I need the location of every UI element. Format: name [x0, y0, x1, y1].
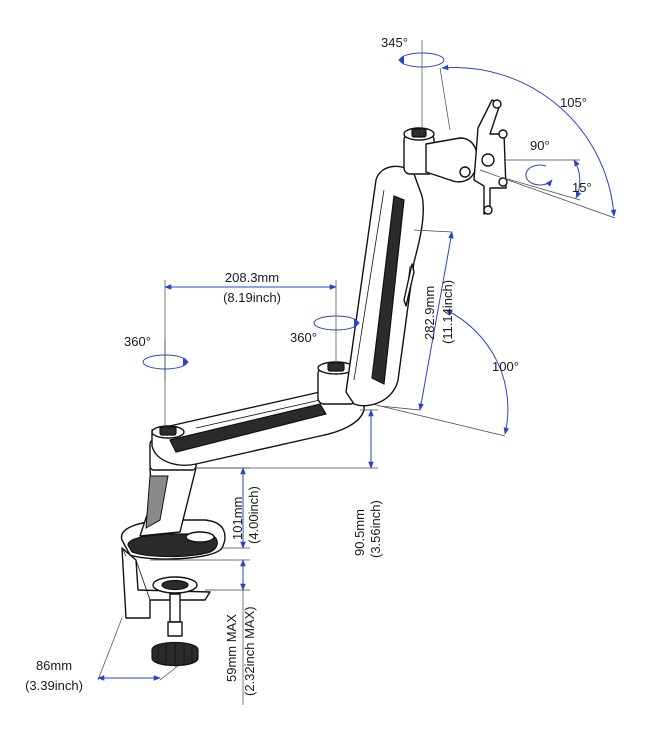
- vesa-plate: [473, 99, 508, 215]
- small-tilt-arc: [573, 159, 582, 199]
- pole-height-inch-label: (4.00inch): [246, 486, 261, 544]
- upper-arm-lift-arc: [445, 309, 510, 435]
- arm-height-mm-label: 90.5mm: [352, 509, 367, 556]
- upper-arm-dimension-line: [418, 231, 454, 411]
- tilt-range-angle-label: 105°: [560, 95, 587, 110]
- upper-arm-lift-angle-label: 100°: [492, 359, 519, 374]
- small-tilt-angle-label: 15°: [572, 180, 592, 195]
- lower-arm: [151, 389, 365, 466]
- arm-span-inch-label: (8.19inch): [223, 290, 281, 305]
- clamp-max-inch-label: (2.32inch MAX): [242, 606, 257, 696]
- rotate-angle-label: 90°: [530, 138, 550, 153]
- base-swivel-angle-label: 360°: [124, 334, 151, 349]
- clamp-depth-inch-label: (3.39inch): [25, 678, 83, 693]
- tilt-head: [403, 127, 478, 183]
- desk-clamp: [121, 547, 211, 667]
- clamp-max-mm-label: 59mm MAX: [224, 614, 239, 682]
- upper-arm-inch-label: (11.14inch): [440, 280, 455, 344]
- angle-labels: 345° 105° 90° 15° 100° 360° 360°: [124, 35, 592, 374]
- dimension-lines: [97, 40, 617, 705]
- head-swivel-angle-label: 345°: [381, 35, 408, 50]
- rotate-arc: [525, 164, 553, 187]
- arm-span-mm-label: 208.3mm: [225, 270, 279, 285]
- upper-arm: [345, 165, 424, 407]
- clamp-depth-mm-label: 86mm: [36, 658, 72, 673]
- dimension-labels: 208.3mm (8.19inch) 282.9mm (11.14inch) 1…: [25, 270, 455, 696]
- arm-height-inch-label: (3.56inch): [368, 500, 383, 558]
- pole-height-mm-label: 101mm: [230, 497, 245, 540]
- monitor-arm-drawing: [120, 99, 508, 667]
- elbow-swivel-angle-label: 360°: [290, 330, 317, 345]
- upper-arm-mm-label: 282.9mm: [422, 286, 437, 340]
- tilt-range-arc: [441, 64, 617, 217]
